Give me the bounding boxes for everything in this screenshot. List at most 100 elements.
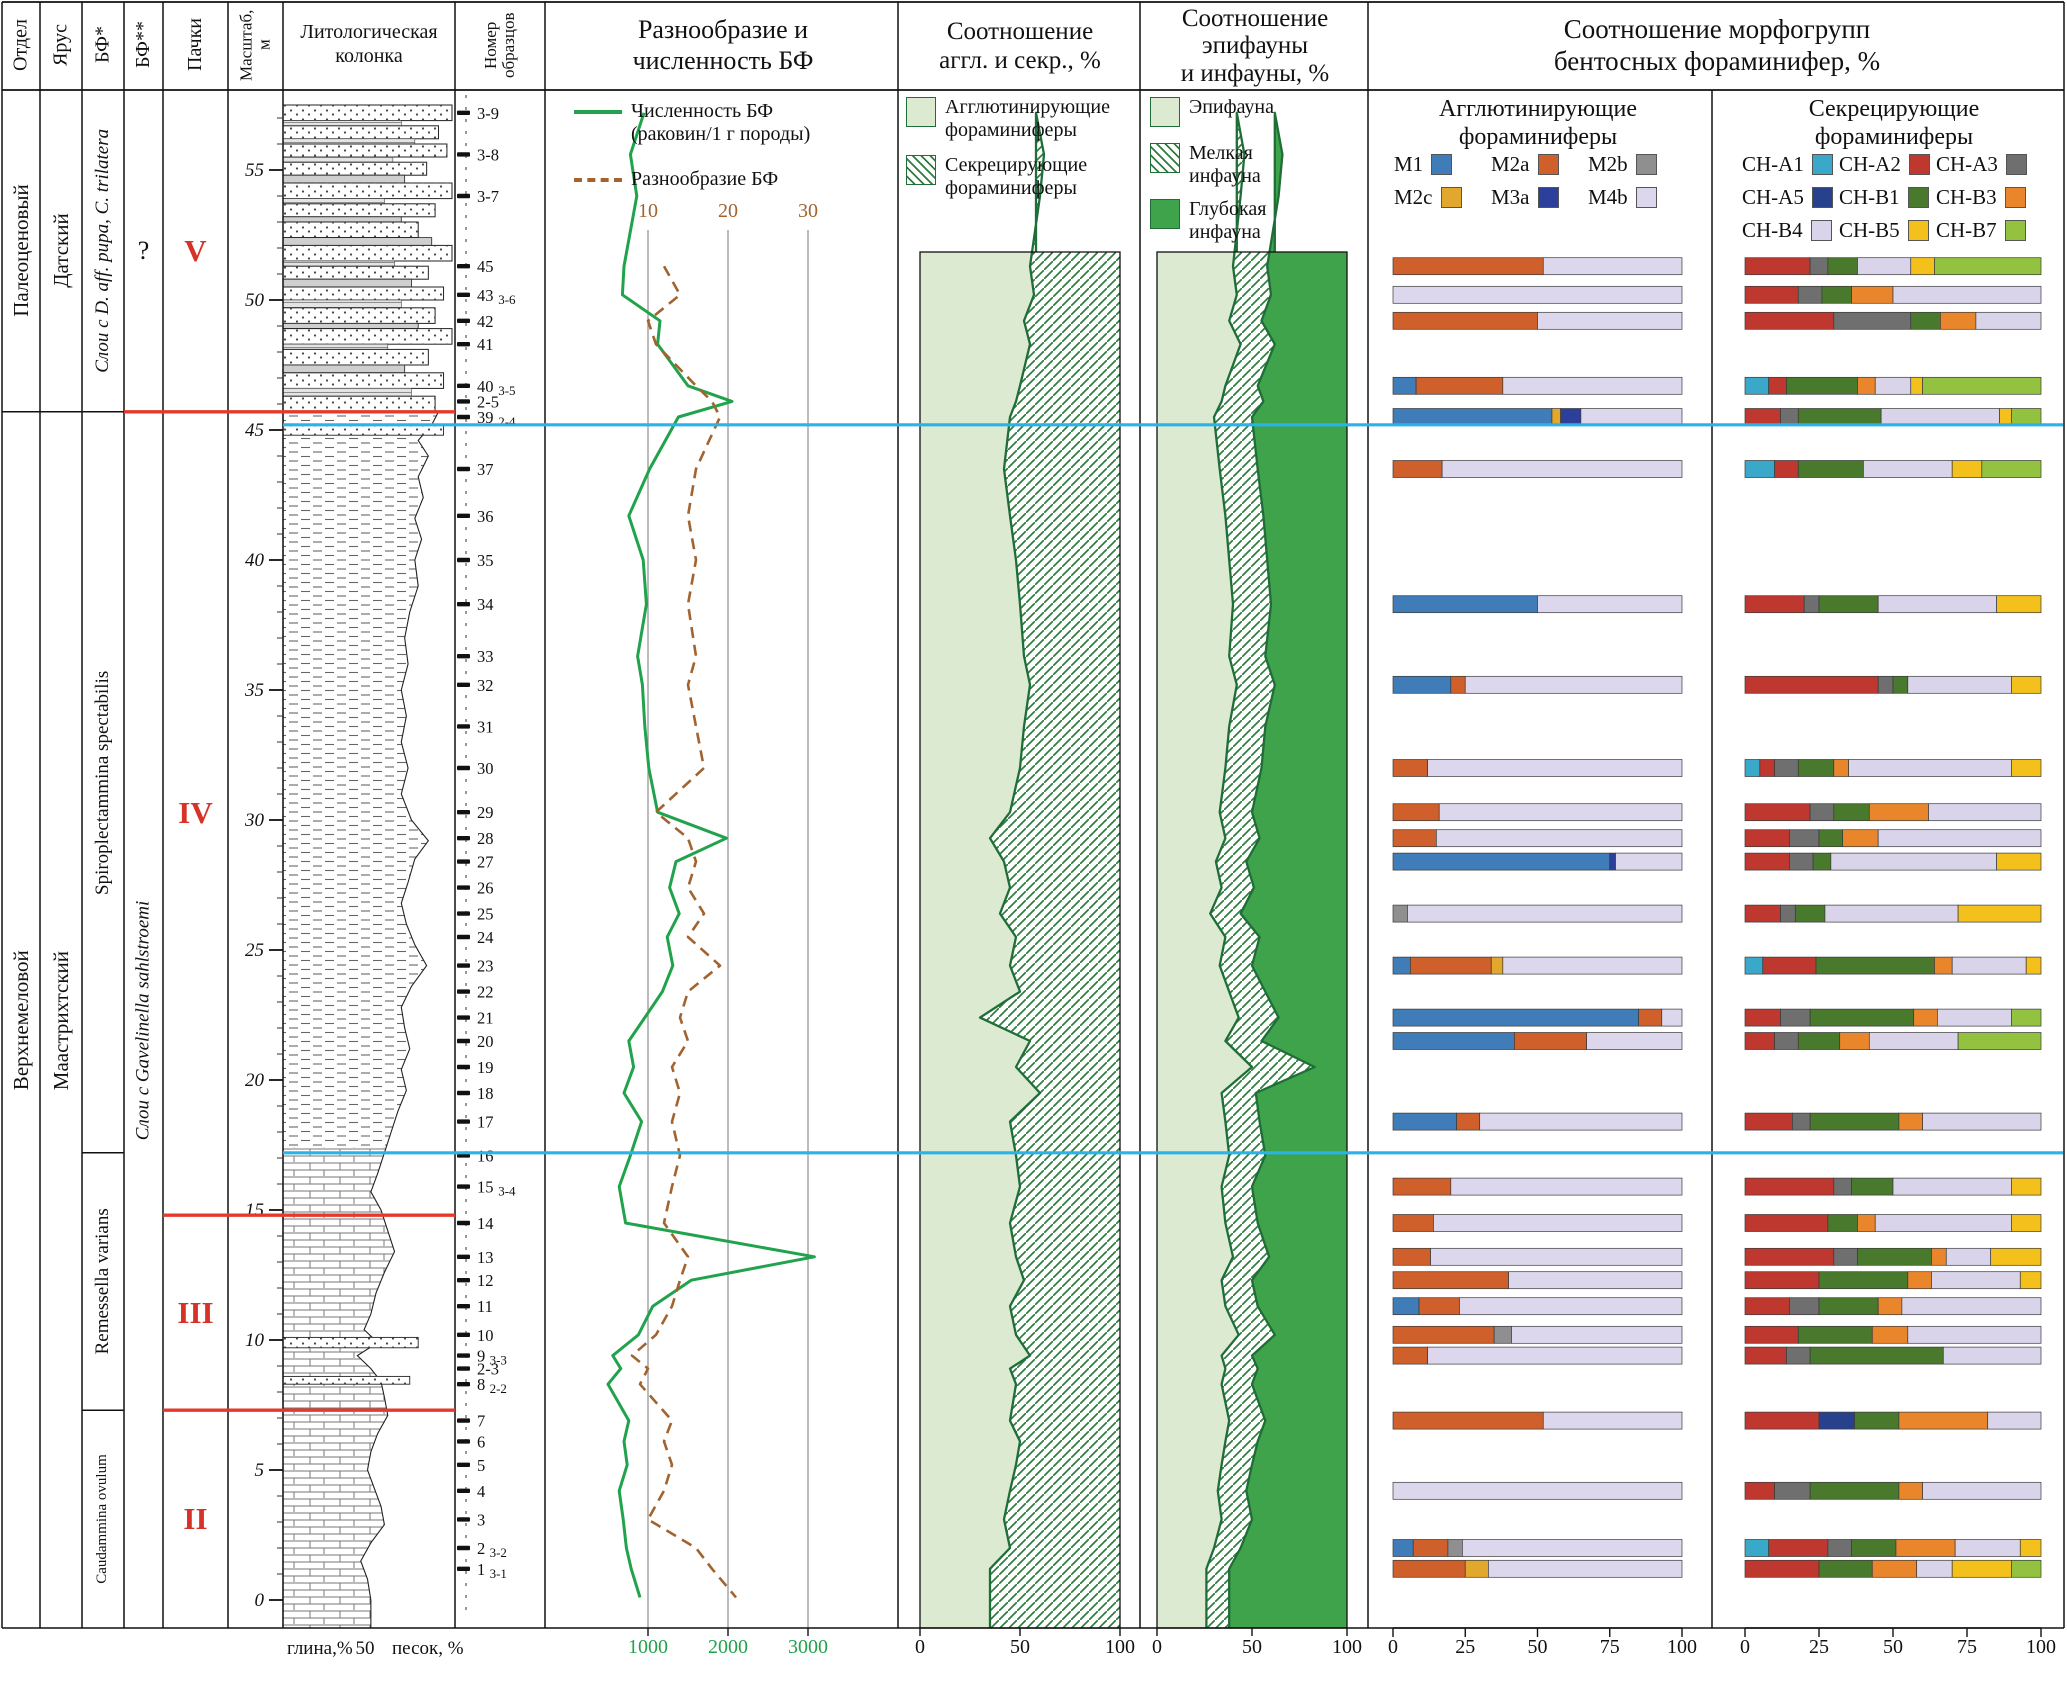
svg-text:26: 26 [477, 879, 494, 898]
sample-tick [457, 654, 470, 659]
svg-text:13: 13 [477, 1248, 494, 1267]
sample-tick [457, 1015, 470, 1020]
svg-text:3-7: 3-7 [477, 187, 499, 206]
sample-tick [457, 264, 470, 269]
svg-text:27: 27 [477, 853, 494, 872]
svg-text:14: 14 [477, 1214, 494, 1233]
sample-tick [457, 1332, 470, 1337]
svg-text:24: 24 [477, 928, 494, 947]
svg-text:40: 40 [477, 377, 494, 396]
boundary-lines [124, 410, 2063, 1412]
sample-tick [457, 1418, 470, 1423]
svg-text:3-1: 3-1 [490, 1566, 507, 1581]
svg-text:3-3: 3-3 [490, 1353, 507, 1368]
sample-tick [457, 318, 470, 323]
svg-text:5: 5 [477, 1456, 485, 1475]
svg-text:17: 17 [477, 1113, 494, 1132]
sample-tick [457, 466, 470, 472]
svg-text:3-8: 3-8 [477, 145, 499, 164]
svg-text:34: 34 [477, 595, 494, 614]
sample-tick [457, 383, 470, 388]
sample-tick [457, 1382, 470, 1387]
sample-tick [457, 1119, 470, 1124]
svg-text:20: 20 [477, 1032, 494, 1051]
sample-tick [457, 1462, 470, 1467]
svg-text:2-3: 2-3 [477, 1360, 499, 1379]
svg-text:5: 5 [255, 1460, 265, 1481]
sample-tick [457, 1184, 470, 1189]
sample-tick [457, 911, 470, 916]
svg-text:0: 0 [255, 1590, 265, 1611]
svg-text:22: 22 [477, 983, 494, 1002]
sample-tick [457, 1090, 470, 1096]
svg-text:45: 45 [477, 257, 494, 276]
sample-tick [457, 765, 470, 771]
svg-text:4: 4 [477, 1482, 485, 1501]
sample-tick [457, 342, 470, 347]
svg-text:10: 10 [245, 1330, 265, 1351]
svg-text:3-4: 3-4 [498, 1184, 516, 1199]
svg-text:30: 30 [244, 810, 265, 831]
sample-tick [457, 682, 470, 687]
svg-text:18: 18 [477, 1084, 494, 1103]
svg-text:16: 16 [477, 1146, 494, 1165]
figure-grid-lines [1, 1, 2065, 1629]
svg-text:9: 9 [477, 1347, 485, 1366]
sample-tick [457, 1353, 470, 1358]
svg-text:45: 45 [245, 420, 264, 441]
svg-text:11: 11 [477, 1297, 493, 1316]
sample-tick [457, 1488, 470, 1493]
sample-tick [457, 1545, 470, 1551]
sample-tick [457, 1439, 470, 1444]
sample-tick [457, 1220, 470, 1226]
svg-text:20: 20 [245, 1070, 265, 1091]
sample-tick [457, 110, 470, 115]
svg-text:1: 1 [477, 1560, 485, 1579]
svg-text:2: 2 [477, 1539, 485, 1558]
svg-text:3: 3 [477, 1510, 485, 1529]
sample-tick [457, 724, 470, 729]
sample-tick [457, 602, 470, 607]
svg-text:3-5: 3-5 [498, 383, 515, 398]
svg-text:7: 7 [477, 1412, 485, 1431]
svg-text:15: 15 [245, 1200, 264, 1221]
diversity-abundance-chart [606, 112, 816, 1636]
svg-text:35: 35 [244, 680, 264, 701]
svg-text:21: 21 [477, 1009, 494, 1028]
morphogroup-bars-agglutinated [1392, 257, 1683, 1637]
svg-text:30: 30 [477, 759, 494, 778]
svg-text:55: 55 [245, 160, 264, 181]
sample-tick [457, 399, 470, 404]
sample-tick [457, 1304, 470, 1309]
sample-tick [457, 152, 470, 157]
sample-tick [457, 1038, 470, 1044]
sample-tick [457, 193, 470, 199]
sample-tick [457, 1366, 470, 1371]
sample-tick [457, 513, 470, 518]
svg-text:19: 19 [477, 1058, 494, 1077]
svg-text:41: 41 [477, 335, 494, 354]
svg-text:25: 25 [477, 905, 494, 924]
svg-text:29: 29 [477, 803, 494, 822]
svg-text:36: 36 [477, 507, 494, 526]
svg-text:10: 10 [477, 1326, 494, 1345]
svg-text:6: 6 [477, 1432, 485, 1451]
sample-tick [457, 934, 470, 940]
svg-text:2-4: 2-4 [498, 414, 516, 429]
svg-text:40: 40 [245, 550, 265, 571]
svg-text:31: 31 [477, 717, 494, 736]
aggl-secr-area-chart [919, 111, 1121, 1629]
svg-text:2-5: 2-5 [477, 392, 499, 411]
sample-tick [457, 885, 470, 890]
sample-tick [457, 1517, 470, 1522]
sample-tick [457, 963, 470, 968]
svg-text:39: 39 [477, 408, 494, 427]
svg-text:42: 42 [477, 312, 494, 331]
sample-tick [457, 1278, 470, 1283]
svg-text:43: 43 [477, 286, 494, 305]
morphogroup-bars-secreting [1744, 257, 2042, 1637]
sample-tick [457, 414, 470, 420]
